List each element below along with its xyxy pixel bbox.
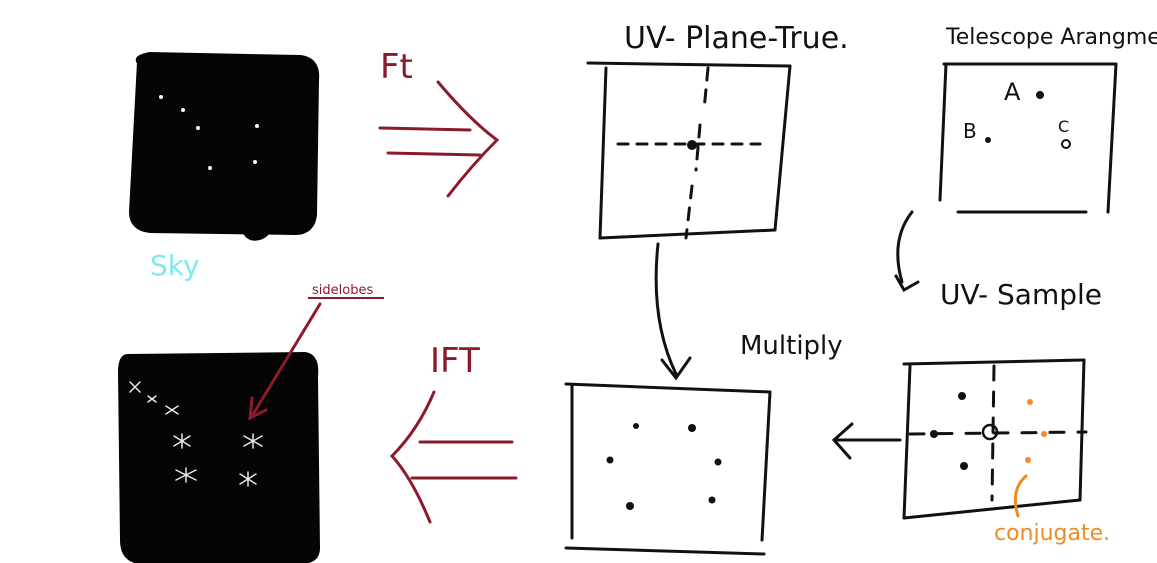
uv-sample-points xyxy=(930,392,999,470)
ft-forward-label: Ft xyxy=(380,47,413,87)
antenna-c-label: C xyxy=(1058,117,1069,136)
sidelobes-label: sidelobes xyxy=(312,283,373,298)
uv-plane-true-panel xyxy=(586,61,792,240)
dirty-image-shape xyxy=(117,351,321,563)
to-uv-sample-arrow xyxy=(894,210,920,293)
telescope-panel xyxy=(938,62,1118,214)
to-multiply-arrow xyxy=(654,242,692,381)
sky-label: Sky xyxy=(150,249,200,282)
sky-panel: Sky xyxy=(128,51,320,282)
sidelobes-pointer xyxy=(248,302,322,421)
antenna-b-label: B xyxy=(963,119,977,143)
uv-center-dot xyxy=(687,140,697,150)
sky-panel-tab xyxy=(240,226,271,241)
ft-forward-arrow xyxy=(378,80,500,198)
ift-label: IFT xyxy=(430,341,480,381)
uv-plane-true-title: UV- Plane-True. xyxy=(624,21,849,56)
antenna-a-label: A xyxy=(1004,78,1021,106)
conjugate-points xyxy=(1025,399,1047,463)
multiply-label: Multiply xyxy=(740,331,843,361)
conjugate-label: conjugate. xyxy=(994,521,1110,546)
telescope-title: Telescope Arangment xyxy=(945,25,1157,50)
sky-stars xyxy=(159,95,259,170)
product-panel xyxy=(564,382,772,556)
antenna-c-dot xyxy=(1061,139,1071,149)
dirty-image-panel xyxy=(117,351,321,563)
to-product-arrow xyxy=(831,422,902,460)
antenna-a-dot xyxy=(1036,91,1044,99)
sky-panel-shape xyxy=(128,51,320,236)
dirty-image-sources xyxy=(129,381,263,487)
ift-backward-arrow xyxy=(389,390,518,524)
uv-sample-panel xyxy=(902,358,1088,520)
product-points xyxy=(606,423,722,510)
conjugate-pointer xyxy=(1013,474,1028,518)
antenna-b-dot xyxy=(985,137,991,143)
uv-sample-label: UV- Sample xyxy=(940,278,1102,311)
